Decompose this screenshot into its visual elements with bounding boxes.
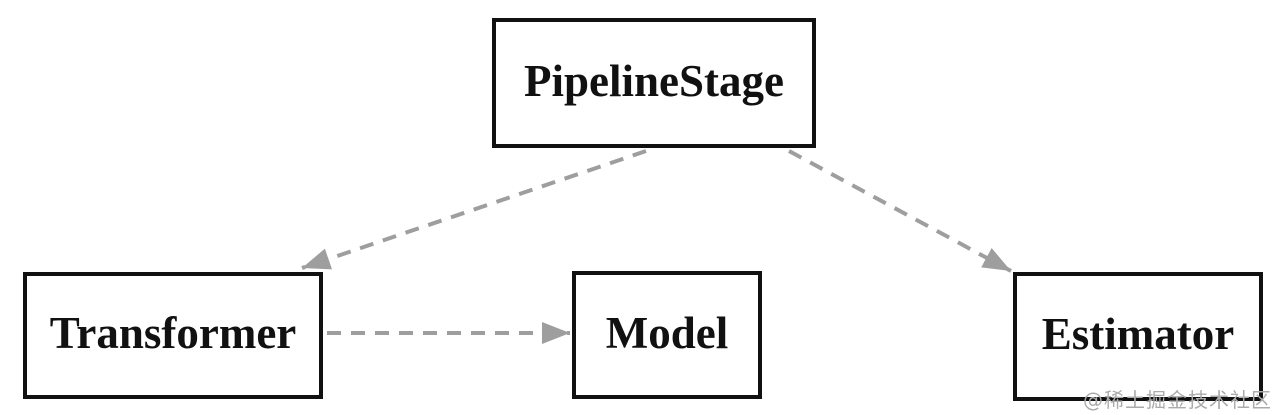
edge-pipelinestage-estimator-arrow (788, 149, 1012, 273)
node-transformer: Transformer (23, 272, 323, 399)
node-pipelinestage-label: PipelineStage (524, 55, 784, 106)
node-pipelinestage: PipelineStage (492, 18, 816, 148)
node-transformer-label: Transformer (49, 308, 297, 358)
node-model: Model (572, 271, 762, 399)
node-estimator: Estimator (1013, 272, 1263, 401)
node-estimator-label: Estimator (1041, 309, 1235, 359)
watermark: @稀土掘金技术社区 (1083, 388, 1272, 412)
edge-pipelinestage-transformer-arrow (301, 149, 647, 270)
node-model-label: Model (605, 307, 729, 358)
